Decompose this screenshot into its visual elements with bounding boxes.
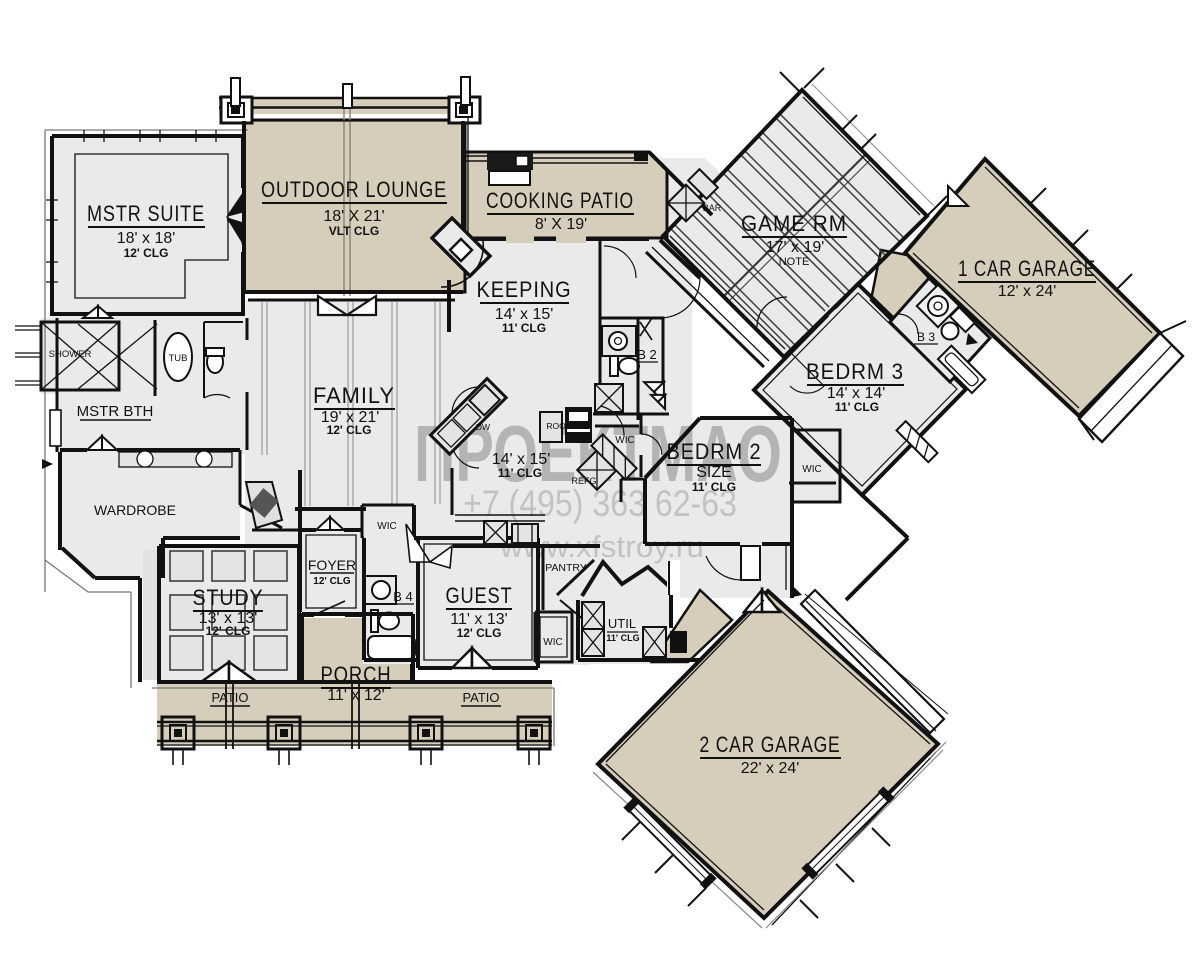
svg-text:TUB: TUB	[169, 353, 188, 364]
svg-text:12' x 24': 12' x 24'	[998, 283, 1057, 300]
svg-text:GAME RM: GAME RM	[741, 211, 847, 236]
svg-text:14' x 15': 14' x 15'	[495, 306, 554, 323]
svg-text:12' CLG: 12' CLG	[124, 246, 169, 260]
svg-text:FAMILY: FAMILY	[313, 383, 395, 408]
svg-text:BEDRM 2: BEDRM 2	[667, 439, 762, 464]
svg-text:8' X 19': 8' X 19'	[535, 216, 587, 233]
svg-text:12' CLG: 12' CLG	[457, 626, 502, 640]
svg-text:STUDY: STUDY	[193, 585, 264, 610]
svg-text:14' x 14': 14' x 14'	[827, 385, 886, 402]
svg-text:SHOWER: SHOWER	[49, 349, 92, 360]
svg-text:OUTDOOR LOUNGE: OUTDOOR LOUNGE	[261, 177, 447, 202]
svg-text:GUEST: GUEST	[446, 583, 513, 608]
svg-text:11' CLG: 11' CLG	[502, 321, 546, 335]
svg-text:+7 (495) 363 62-63: +7 (495) 363 62-63	[463, 483, 737, 524]
svg-text:18' x 18': 18' x 18'	[117, 230, 176, 247]
svg-text:14' x 15': 14' x 15'	[492, 451, 551, 468]
svg-text:11' CLG: 11' CLG	[692, 480, 736, 494]
svg-text:ROO: ROO	[546, 421, 566, 431]
svg-text:12' CLG: 12' CLG	[206, 624, 251, 638]
svg-text:PATIO: PATIO	[462, 690, 499, 705]
svg-text:NOTE: NOTE	[779, 256, 810, 268]
svg-text:B 2: B 2	[637, 347, 657, 362]
svg-text:B 4: B 4	[393, 589, 413, 604]
svg-text:WIC: WIC	[543, 637, 562, 648]
svg-text:WIC: WIC	[802, 464, 821, 475]
svg-text:BEDRM 3: BEDRM 3	[806, 359, 904, 384]
svg-text:UTIL: UTIL	[608, 616, 636, 631]
svg-text:MSTR SUITE: MSTR SUITE	[87, 201, 205, 226]
svg-text:BAR: BAR	[703, 203, 722, 213]
svg-text:17' x 19': 17' x 19'	[766, 239, 825, 256]
svg-text:DW: DW	[476, 422, 490, 432]
svg-text:FOYER: FOYER	[308, 557, 356, 573]
svg-text:11' CLG: 11' CLG	[606, 633, 639, 643]
svg-text:VLT CLG: VLT CLG	[329, 224, 379, 238]
svg-text:1 CAR GARAGE: 1 CAR GARAGE	[958, 256, 1096, 281]
svg-text:WIC: WIC	[615, 435, 634, 446]
svg-text:COOKING PATIO: COOKING PATIO	[486, 188, 634, 213]
svg-text:SIZE: SIZE	[696, 464, 732, 481]
svg-text:PORCH: PORCH	[321, 662, 392, 687]
svg-text:11' x 12': 11' x 12'	[327, 687, 384, 704]
svg-text:18' X 21': 18' X 21'	[323, 208, 384, 225]
svg-text:PANTRY: PANTRY	[545, 562, 587, 574]
svg-text:22' x 24': 22' x 24'	[741, 760, 800, 777]
svg-text:11' CLG: 11' CLG	[498, 466, 542, 480]
svg-text:11' x 13': 11' x 13'	[450, 611, 507, 628]
svg-text:WARDROBE: WARDROBE	[94, 502, 176, 518]
svg-text:19' x 21': 19' x 21'	[321, 409, 380, 426]
svg-text:2 CAR GARAGE: 2 CAR GARAGE	[700, 732, 841, 757]
svg-text:PATIO: PATIO	[211, 690, 248, 705]
svg-text:12' CLG: 12' CLG	[313, 576, 351, 587]
svg-text:13' x 13': 13' x 13'	[199, 610, 258, 627]
svg-text:B 3: B 3	[917, 330, 935, 344]
svg-text:11' CLG: 11' CLG	[835, 400, 879, 414]
svg-text:MSTR BTH: MSTR BTH	[77, 403, 154, 420]
svg-text:REFG: REFG	[571, 476, 596, 486]
svg-text:KEEPING: KEEPING	[477, 277, 572, 302]
svg-text:12' CLG: 12' CLG	[327, 423, 372, 437]
svg-text:WIC: WIC	[377, 521, 396, 532]
